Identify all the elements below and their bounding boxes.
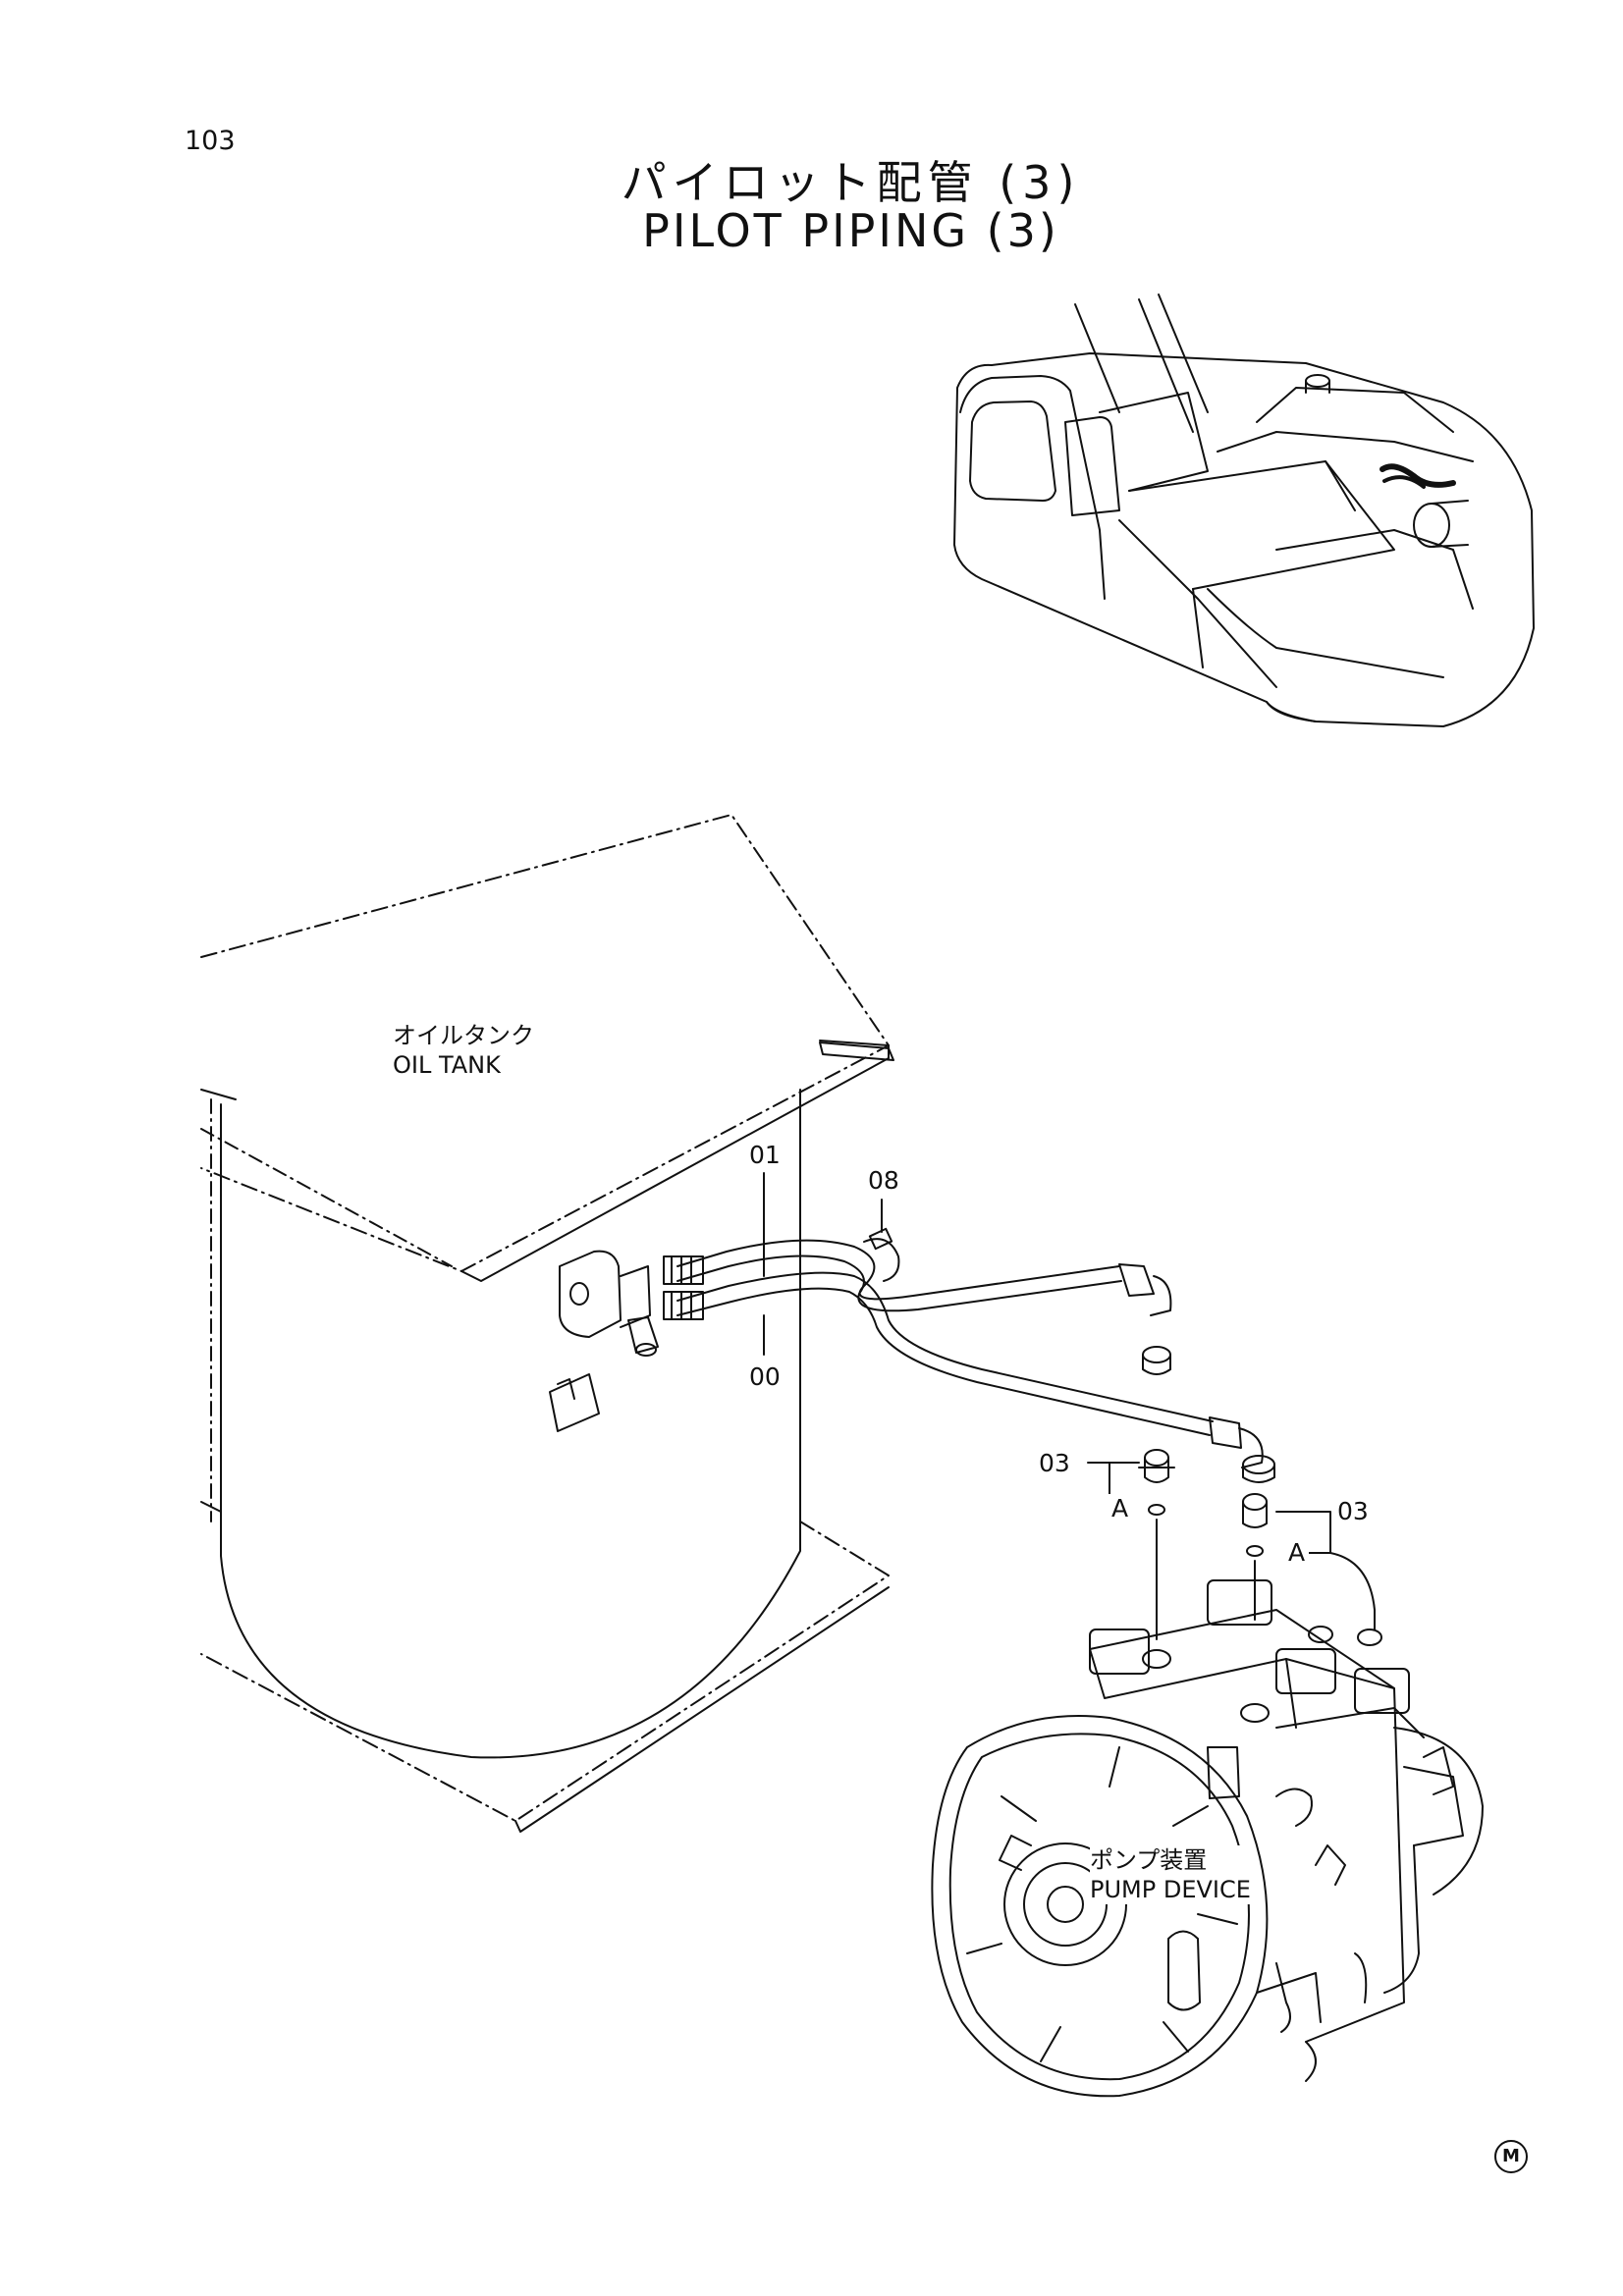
page-title-jp: パイロット配管 (3) [621,156,1081,209]
oil-tank-label: オイルタンク OIL TANK [393,1021,534,1080]
pilot-hoses [663,1172,1376,1640]
pump-device [931,1579,1484,2098]
callout-01: 01 [749,1141,781,1169]
callout-08: 08 [868,1166,899,1195]
oil-tank-label-en: OIL TANK [393,1051,501,1079]
pump-device-label-jp: ポンプ装置 [1090,1846,1208,1874]
oil-tank [200,814,894,1833]
callout-00: 00 [749,1362,781,1391]
pump-device-label: ポンプ装置 PUMP DEVICE [1090,1845,1251,1904]
excavator-overview [953,294,1535,727]
section-marker-a-left: A [1108,1494,1133,1522]
page-title-en: PILOT PIPING (3) [642,204,1059,257]
corner-m-mark: M [1494,2140,1528,2173]
pump-device-label-en: PUMP DEVICE [1090,1876,1251,1903]
callout-03-left: 03 [1039,1449,1070,1477]
section-marker-a-right: A [1284,1538,1310,1567]
oil-tank-label-jp: オイルタンク [393,1022,534,1049]
page-number: 103 [185,126,236,156]
callout-03-right: 03 [1337,1497,1369,1525]
